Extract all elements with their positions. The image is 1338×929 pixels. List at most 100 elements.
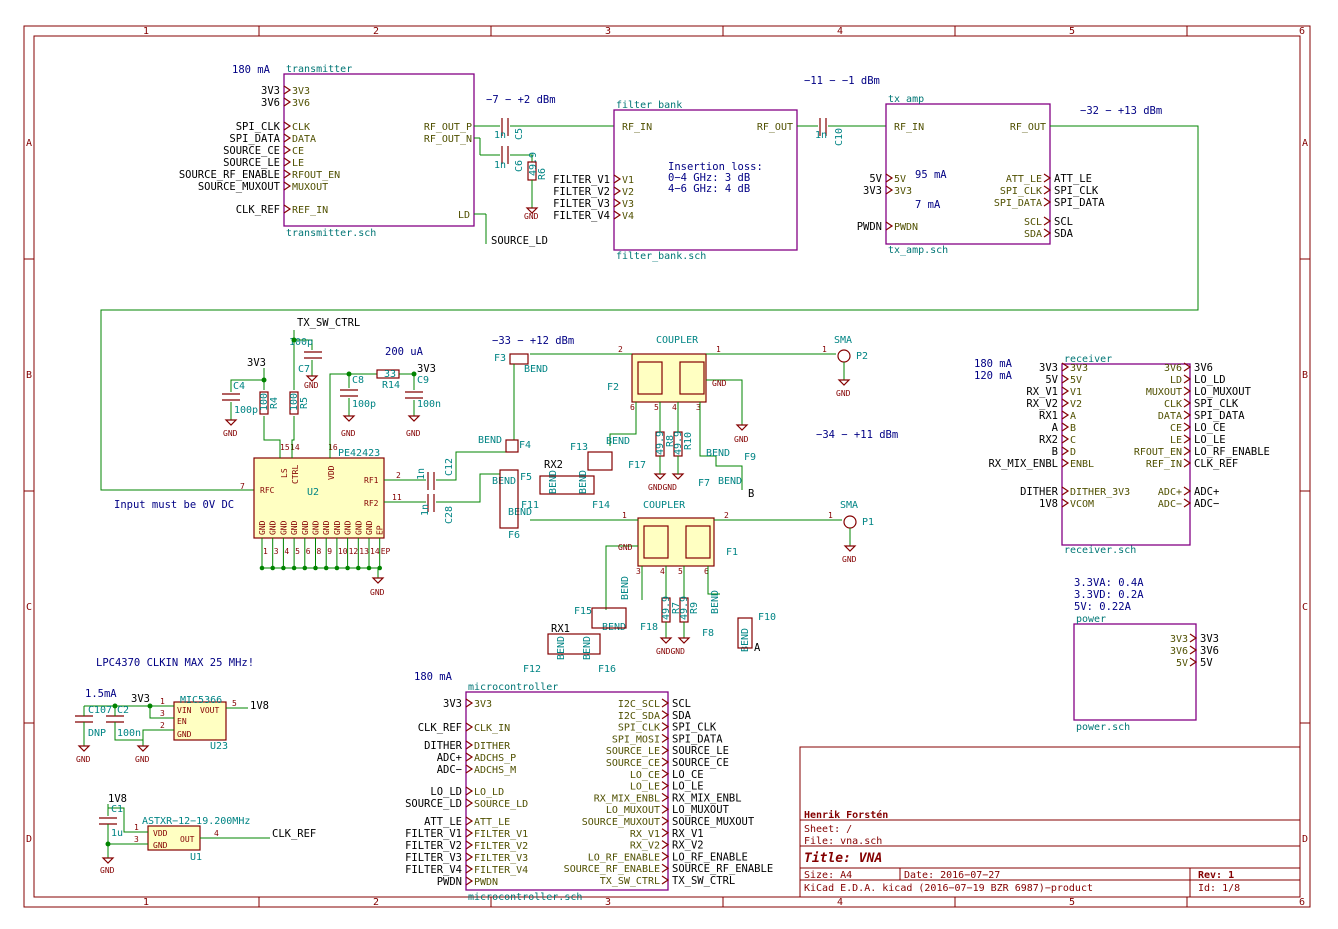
rx-net-clk-ref: CLK_REF [1194, 458, 1238, 470]
mc-pin-marker-rx-v1 [661, 828, 670, 838]
tx-pin-3v3: 3V3 [292, 86, 310, 97]
tx-amp-sheet[interactable]: tx amp tx_amp.sch RF_IN RF_OUT 95 mA 7 m… [857, 94, 1162, 256]
u2-pin-num-16: 16 [328, 443, 338, 452]
rx-pin-vcom: VCOM [1070, 499, 1094, 510]
mc-pin-marker-dither [465, 740, 474, 750]
tb-file: File: vna.sch [804, 836, 882, 847]
mc-pin-filter-v3: FILTER_V3 [474, 853, 528, 864]
mc-pin-dither: DITHER [474, 741, 511, 752]
u1-vdd: VDD [153, 829, 168, 838]
tx-pin-rfout-en: RFOUT_EN [292, 170, 340, 181]
mc-pin-rx-v1: RX_V1 [630, 829, 660, 840]
p2-label: SMA [834, 335, 852, 346]
power-pin-marker-3v6 [1189, 645, 1198, 655]
mc-pin-source-ce: SOURCE_CE [606, 758, 660, 769]
u2-gnd-pin-num: 12 [349, 547, 359, 556]
filter-note-2: 0−4 GHz: 3 dB [668, 172, 750, 184]
microcontroller-sheet[interactable]: microcontroller microcontroller.sch 180 … [405, 671, 773, 903]
rx-pin-d: D [1070, 447, 1076, 458]
switch-current: 200 uA [385, 346, 424, 358]
rx-pin-rfout-en: RFOUT_EN [1134, 447, 1182, 458]
transmitter-sheet[interactable]: transmitter transmitter.sch 180 mA 3V33V… [179, 64, 548, 247]
amp-pin-att-le: ATT_LE [1006, 174, 1042, 185]
p2-ref: P2 [856, 351, 868, 362]
rx-pin-adc: ADC+ [1158, 487, 1182, 498]
net-3v3-u2: 3V3 [247, 357, 266, 369]
amp-net-5v: 5V [869, 173, 882, 185]
mc-pin-source-muxout: SOURCE_MUXOUT [582, 817, 660, 828]
u2-gnd-pin-label: GND [322, 520, 331, 535]
c9-ref: C9 [417, 375, 429, 386]
mc-pin-marker-filter-v4 [465, 864, 474, 874]
power-note-1: 3.3VA: 0.4A [1074, 577, 1144, 589]
mc-net-rx-v2: RX_V2 [672, 840, 704, 852]
tb-title: Title: VNA [804, 851, 882, 866]
rx-net-adc: ADC+ [1194, 486, 1219, 498]
power-note-3: 5V: 0.22A [1074, 601, 1132, 613]
f13-ref: F13 [570, 442, 588, 453]
tx-net-source-muxout: SOURCE_MUXOUT [198, 181, 281, 193]
c7-ref: C7 [298, 364, 310, 375]
f2-pin-1: 1 [716, 345, 721, 354]
rx-pin-data: DATA [1158, 411, 1182, 422]
micro-name: microcontroller [468, 682, 558, 693]
mc-net-adc: ADC− [437, 764, 462, 776]
frame-row-c: C [26, 602, 32, 613]
c2-value: 100n [117, 728, 141, 739]
receiver-current-1: 180 mA [974, 358, 1013, 370]
power-pin-3v3: 3V3 [1170, 634, 1188, 645]
c7-value: 100p [289, 337, 313, 348]
r4-ref: R4 [269, 397, 280, 409]
f16-ref: F16 [598, 664, 616, 675]
ldo-note: LPC4370 CLKIN MAX 25 MHz! [96, 657, 254, 669]
power-pin-3v6: 3V6 [1170, 646, 1188, 657]
transmitter-current: 180 mA [232, 64, 271, 76]
tx-net-clk-ref: CLK_REF [236, 204, 280, 216]
r8-value: 49.9 [655, 431, 666, 455]
u2-gnd-pin-num: 5 [295, 547, 300, 556]
power-pin-marker-3v3 [1189, 633, 1198, 643]
f1-pin-5: 5 [678, 567, 683, 576]
filter-bank-level: −7 − +2 dBm [486, 94, 556, 106]
mc-net-adc: ADC+ [437, 752, 462, 764]
mc-pin-i2c-sda: I2C_SDA [618, 711, 660, 722]
f17-ref: F17 [628, 460, 646, 471]
p1-pin-1: 1 [828, 511, 833, 520]
tb-rev: Rev: 1 [1198, 870, 1234, 881]
f18-ref: F18 [640, 622, 658, 633]
receiver-sheet[interactable]: receiver receiver.sch 180 mA 120 mA 3V33… [974, 354, 1270, 556]
u2-pin-num-2: 2 [396, 471, 401, 480]
c10-value: 1n [815, 130, 827, 141]
tx-pin-marker-ce [283, 145, 292, 155]
filter-pin-v1: V1 [622, 175, 634, 186]
filter-note-1: Insertion loss: [668, 161, 763, 173]
rx-net-1v8: 1V8 [1039, 498, 1058, 510]
power-file: power.sch [1076, 722, 1130, 733]
net-rx1: RX1 [551, 623, 570, 635]
p2-pin-1: 1 [822, 345, 827, 354]
tx-output-caps: 1n C5 1n C6 49.9 R6 GND −7 − +2 dBm [474, 94, 614, 221]
c28-ref: C28 [444, 506, 455, 524]
u1-out: OUT [180, 835, 195, 844]
filter-bank-sheet[interactable]: filter bank filter_bank.sch RF_IN RF_OUT… [553, 100, 798, 262]
f2-gnd: GND [734, 435, 749, 444]
u1-ref: U1 [190, 852, 202, 863]
u2-gnd-pin-num: 3 [274, 547, 279, 556]
frame-col-5: 5 [1069, 26, 1075, 37]
f14-ref: F14 [592, 500, 610, 511]
tx-pin-marker-clk [283, 121, 292, 131]
r4-value: 100 [259, 393, 270, 411]
rx-pin-marker-5v [1061, 374, 1070, 384]
amp-net-3v3: 3V3 [863, 185, 882, 197]
filter-pin-rf-in: RF_IN [622, 122, 652, 133]
c12-value: 1n [416, 468, 427, 480]
power-sheet[interactable]: power power.sch 3.3VA: 0.4A 3.3VD: 0.2A … [1073, 577, 1219, 733]
u23-vout: VOUT [200, 706, 219, 715]
title-block: Henrik Forstén Sheet: / File: vna.sch Ti… [799, 746, 1301, 898]
r7-ref: R7 [671, 602, 682, 614]
u2-gnd-pin-num: 14 [370, 547, 380, 556]
mc-net-pwdn: PWDN [437, 876, 462, 888]
filter-net-filter-v1: FILTER_V1 [553, 174, 610, 186]
frame-col-6: 6 [1299, 26, 1305, 37]
